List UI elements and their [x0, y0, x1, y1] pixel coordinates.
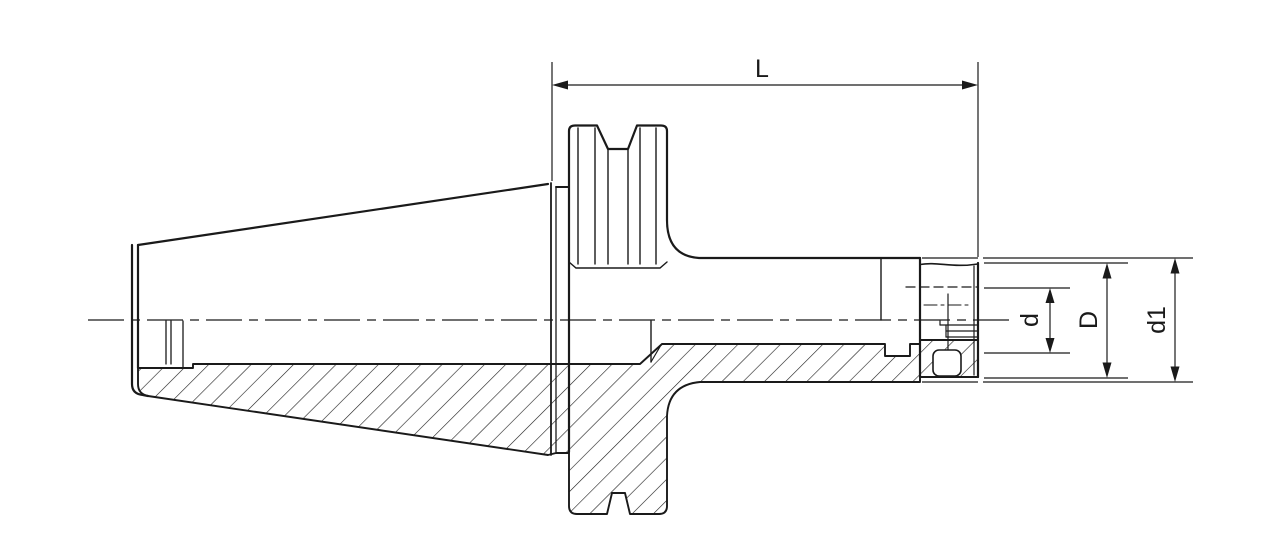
dimension-d1 [922, 257, 1193, 383]
arrowhead-up [1102, 263, 1112, 279]
tool-holder-outline [130, 124, 980, 456]
flange-lower-edge-line [568, 261, 668, 269]
arrowhead-up [1170, 258, 1180, 274]
arrowhead-left [552, 80, 568, 90]
dimension-D [984, 262, 1128, 379]
dimension-L [551, 62, 979, 257]
arrowhead-down [1102, 362, 1112, 378]
taper-top-edge [136, 182, 550, 247]
dimension-label-nut-diameter: D [1075, 311, 1103, 329]
dimension-d [984, 287, 1070, 354]
flange-and-body-top-outline [567, 124, 922, 454]
arrowhead-up [1045, 288, 1055, 303]
arrowhead-down [1045, 338, 1055, 353]
shank-end-face-outer-line [130, 243, 150, 398]
nut-top-edge [919, 262, 979, 267]
nut-slot-pocket [932, 349, 962, 377]
dimension-label-length: L [755, 55, 769, 83]
dimension-label-body-diameter: d1 [1143, 306, 1171, 334]
arrowhead-down [1170, 366, 1180, 382]
arrowhead-right [962, 80, 978, 90]
bore-detail [165, 286, 978, 369]
bore-step-chamfer-line [650, 344, 662, 363]
flange-groove-detail [568, 127, 668, 269]
dimension-label-collet-bore: d [1016, 313, 1044, 327]
